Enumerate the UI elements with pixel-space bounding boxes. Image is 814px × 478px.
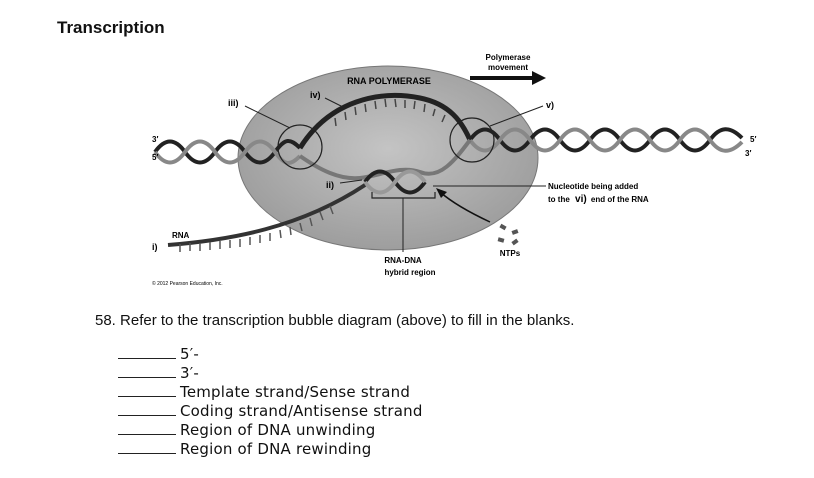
rna-strand <box>167 183 367 247</box>
blank-item-label: Template strand/Sense strand <box>180 383 411 401</box>
blank-item-label: 5′- <box>180 345 199 363</box>
label-polymerase-movement-line1: Polymerase <box>486 53 531 62</box>
blank-item-label: Region of DNA rewinding <box>180 440 372 458</box>
blank-answer-line[interactable] <box>118 365 176 378</box>
label-iv: iv) <box>310 90 321 100</box>
fill-in-blanks-list: 5′- 3′- Template strand/Sense strand Cod… <box>118 345 423 459</box>
label-five-prime-left: 5′ <box>152 153 158 162</box>
blank-item: 5′- <box>118 345 423 364</box>
coding-strand-arc <box>297 93 473 150</box>
blank-item: Region of DNA rewinding <box>118 440 423 459</box>
label-v: v) <box>546 100 554 110</box>
dna-left-helix <box>153 139 302 165</box>
coding-strand-rungs <box>334 98 446 127</box>
label-nucleotide-line2: to the vi) end of the RNA <box>548 194 649 205</box>
label-nucleotide-end: end of the RNA <box>591 195 649 204</box>
ntp-arrow <box>439 191 491 223</box>
copyright-text: © 2012 Pearson Education, Inc. <box>152 280 223 287</box>
blank-item-label: 3′- <box>180 364 199 382</box>
rna-dna-hybrid-helix <box>363 169 427 195</box>
label-rna: RNA <box>172 231 190 240</box>
label-nucleotide-line1: Nucleotide being added <box>548 182 638 191</box>
label-i: i) <box>152 242 158 252</box>
label-ntps: NTPs <box>500 249 521 258</box>
label-iii: iii) <box>228 98 239 108</box>
label-five-prime-right: 5′ <box>750 135 756 144</box>
page-title: Transcription <box>57 18 165 37</box>
blank-answer-line[interactable] <box>118 384 176 397</box>
label-three-prime-left: 3′ <box>152 135 158 144</box>
blank-answer-line[interactable] <box>118 422 176 435</box>
movement-arrow-head <box>532 71 546 85</box>
label-hybrid-line2: hybrid region <box>384 268 435 277</box>
rewinding-circle <box>449 117 495 163</box>
label-polymerase-movement-line2: movement <box>488 63 528 72</box>
label-rna-polymerase: RNA POLYMERASE <box>347 76 431 86</box>
blank-item-label: Coding strand/Antisense strand <box>180 402 423 420</box>
blank-item: Region of DNA unwinding <box>118 421 423 440</box>
transcription-bubble-diagram: Polymerase movement RNA POLYMERASE iii) … <box>152 53 756 287</box>
blank-item: Coding strand/Antisense strand <box>118 402 423 421</box>
label-three-prime-right: 3′ <box>745 149 751 158</box>
question-58: 58. Refer to the transcription bubble di… <box>95 312 575 329</box>
label-hybrid-line1: RNA-DNA <box>384 256 422 265</box>
rna-bases <box>179 205 334 252</box>
blank-item: 3′- <box>118 364 423 383</box>
blank-answer-line[interactable] <box>118 441 176 454</box>
dna-right-helix <box>468 127 744 153</box>
label-nucleotide-to-the: to the <box>548 195 570 204</box>
label-ii: ii) <box>326 180 334 190</box>
blank-item-label: Region of DNA unwinding <box>180 421 376 439</box>
unwinding-circle <box>277 124 323 170</box>
ntp-molecules <box>497 223 519 246</box>
blank-answer-line[interactable] <box>118 346 176 359</box>
blank-answer-line[interactable] <box>118 403 176 416</box>
template-strand <box>298 138 472 181</box>
blank-item: Template strand/Sense strand <box>118 383 423 402</box>
label-vi: vi) <box>575 194 587 205</box>
